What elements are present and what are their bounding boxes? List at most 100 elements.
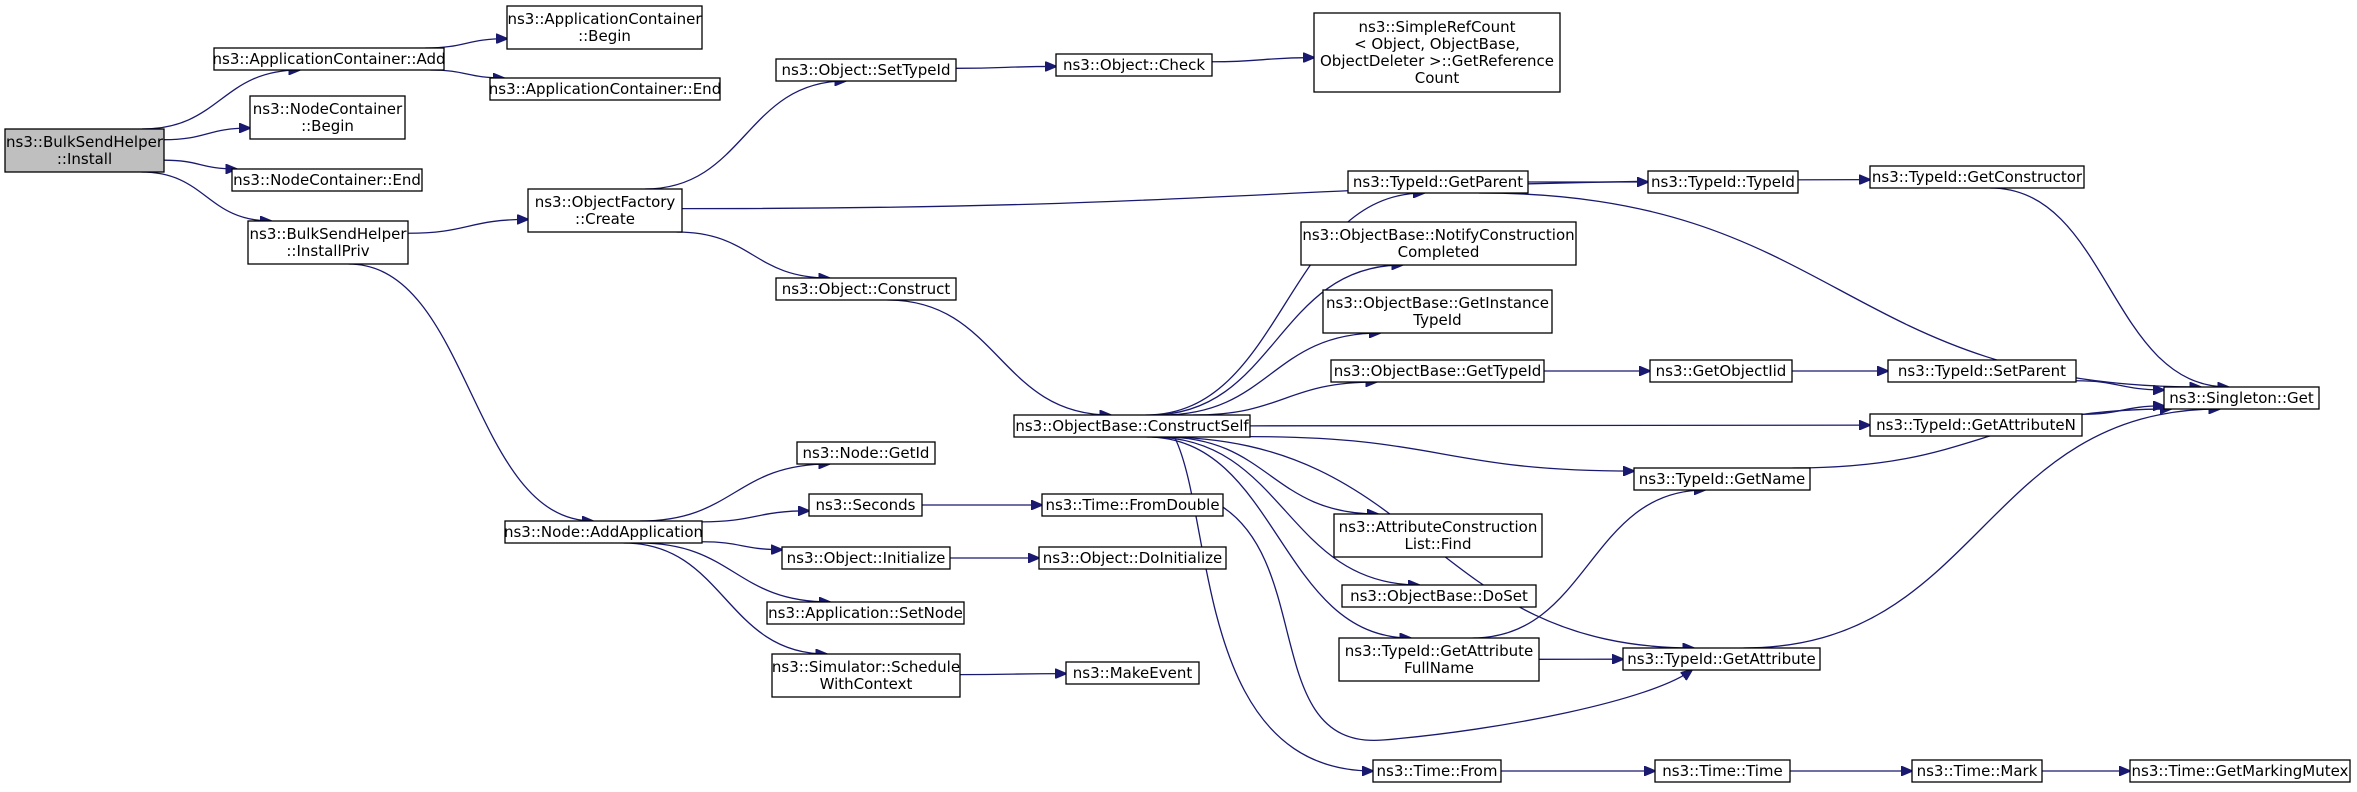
node-label: ns3::AttributeConstruction <box>1339 518 1538 536</box>
node-getobjectiid[interactable]: ns3::GetObjectIid <box>1649 359 1793 383</box>
edge-ob-constructself-to-ob-getinstance <box>1161 333 1380 416</box>
node-obj-check[interactable]: ns3::Object::Check <box>1055 53 1213 77</box>
node-time-fromdouble[interactable]: ns3::Time::FromDouble <box>1041 493 1224 517</box>
node-label: ns3::ObjectBase::DoSet <box>1350 587 1528 605</box>
node-label: ns3::Time::GetMarkingMutex <box>2132 762 2349 780</box>
node-box <box>506 5 703 50</box>
node-ob-notify[interactable]: ns3::ObjectBase::NotifyConstructionCompl… <box>1300 221 1577 266</box>
edge-install-to-nc-begin <box>163 128 250 141</box>
node-tid-setparent[interactable]: ns3::TypeId::SetParent <box>1887 359 2077 383</box>
node-box <box>1869 165 2085 189</box>
node-box <box>1887 359 2077 383</box>
node-label: ns3::Seconds <box>816 496 916 514</box>
node-seconds[interactable]: ns3::Seconds <box>808 493 923 517</box>
node-label: ns3::NodeContainer::End <box>233 171 421 189</box>
edge-ob-constructself-to-time-from <box>1173 436 1373 771</box>
node-label: TypeId <box>1412 311 1461 329</box>
node-node-addapp[interactable]: ns3::Node::AddApplication <box>504 520 703 544</box>
node-label: List::Find <box>1404 535 1471 553</box>
node-box <box>489 77 721 101</box>
edge-app-add-to-app-end <box>430 69 504 78</box>
edge-obj-construct-to-ob-constructself <box>887 299 1110 415</box>
node-box <box>796 441 936 465</box>
node-label: ObjectDeleter >::GetReference <box>1320 52 1554 70</box>
edge-tid-getconstructor-to-singleton-get <box>1990 187 2228 387</box>
node-app-begin[interactable]: ns3::ApplicationContainer::Begin <box>506 5 703 50</box>
node-app-end[interactable]: ns3::ApplicationContainer::End <box>489 77 721 101</box>
node-label: ns3::TypeId::GetAttribute <box>1627 650 1815 668</box>
node-box <box>1313 12 1561 93</box>
node-label: ns3::Time::Time <box>1662 762 1783 780</box>
node-label: ns3::ApplicationContainer::End <box>489 80 721 98</box>
node-makeevent[interactable]: ns3::MakeEvent <box>1065 661 1200 685</box>
edge-node-addapp-to-sim-schedule <box>623 542 827 654</box>
node-label: ns3::BulkSendHelper <box>250 225 408 243</box>
node-app-add[interactable]: ns3::ApplicationContainer::Add <box>213 47 446 71</box>
node-label: Completed <box>1398 243 1480 261</box>
node-app-setnode[interactable]: ns3::Application::SetNode <box>766 601 965 625</box>
node-time-getmutex[interactable]: ns3::Time::GetMarkingMutex <box>2129 759 2351 783</box>
node-node-getid[interactable]: ns3::Node::GetId <box>796 441 936 465</box>
node-time-time[interactable]: ns3::Time::Time <box>1654 759 1791 783</box>
node-ob-constructself[interactable]: ns3::ObjectBase::ConstructSelf <box>1013 414 1251 438</box>
node-label: ns3::GetObjectIid <box>1656 362 1787 380</box>
node-box <box>775 277 957 301</box>
node-box <box>1622 647 1821 671</box>
node-refcount[interactable]: ns3::SimpleRefCount< Object, ObjectBase,… <box>1313 12 1561 93</box>
node-obj-construct[interactable]: ns3::Object::Construct <box>775 277 957 301</box>
node-tid-typeid[interactable]: ns3::TypeId::TypeId <box>1647 170 1799 194</box>
node-box <box>213 47 445 71</box>
node-nc-begin[interactable]: ns3::NodeContainer::Begin <box>249 95 406 140</box>
node-label: ns3::ApplicationContainer <box>507 10 702 28</box>
node-time-mark[interactable]: ns3::Time::Mark <box>1911 759 2043 783</box>
node-tid-getattr[interactable]: ns3::TypeId::GetAttribute <box>1622 647 1821 671</box>
node-box <box>247 220 409 265</box>
node-of-create[interactable]: ns3::ObjectFactory::Create <box>527 188 683 233</box>
edge-install-to-install-priv <box>141 171 271 221</box>
node-tid-getparent[interactable]: ns3::TypeId::GetParent <box>1347 170 1529 194</box>
node-label: ns3::Object::SetTypeId <box>782 61 951 79</box>
node-tid-getname[interactable]: ns3::TypeId::GetName <box>1633 467 1811 491</box>
node-obj-doinitialize[interactable]: ns3::Object::DoInitialize <box>1038 546 1227 570</box>
node-box <box>1338 637 1540 682</box>
edge-node-addapp-to-seconds <box>701 511 809 523</box>
node-label: ns3::Node::AddApplication <box>504 523 703 541</box>
node-singleton-get[interactable]: ns3::Singleton::Get <box>2163 386 2320 410</box>
node-label: < Object, ObjectBase, <box>1354 35 1520 53</box>
node-box <box>1347 170 1529 194</box>
node-box <box>766 601 965 625</box>
node-label: ns3::Object::DoInitialize <box>1043 549 1222 567</box>
node-box <box>249 95 406 140</box>
node-label: ns3::Time::Mark <box>1917 762 2038 780</box>
edge-ob-constructself-to-tid-getname <box>1249 435 1634 471</box>
node-time-from[interactable]: ns3::Time::From <box>1372 759 1502 783</box>
node-label: ns3::TypeId::GetAttributeN <box>1876 416 2076 434</box>
node-install-priv[interactable]: ns3::BulkSendHelper::InstallPriv <box>247 220 409 265</box>
node-label: ns3::ObjectBase::ConstructSelf <box>1015 417 1249 435</box>
node-label: ns3::Time::FromDouble <box>1045 496 1219 514</box>
node-label: ns3::TypeId::GetName <box>1639 470 1805 488</box>
node-obj-settypeid[interactable]: ns3::Object::SetTypeId <box>775 58 957 82</box>
edge-ob-constructself-to-ob-doset <box>1151 436 1419 585</box>
nodes-layer: ns3::BulkSendHelper::Installns3::Applica… <box>4 5 2351 783</box>
edge-ob-constructself-to-tid-getparent <box>1145 193 1424 416</box>
node-install[interactable]: ns3::BulkSendHelper::Install <box>4 128 165 173</box>
node-tid-getattrn[interactable]: ns3::TypeId::GetAttributeN <box>1869 413 2083 437</box>
node-label: ns3::Simulator::Schedule <box>772 658 960 676</box>
node-label: ns3::Node::GetId <box>803 444 930 462</box>
node-label: ns3::TypeId::GetConstructor <box>1872 168 2083 186</box>
node-label: ::Begin <box>578 27 631 45</box>
node-tid-getconstructor[interactable]: ns3::TypeId::GetConstructor <box>1869 165 2085 189</box>
node-ob-gettypeid[interactable]: ns3::ObjectBase::GetTypeId <box>1330 359 1545 383</box>
node-box <box>808 493 923 517</box>
node-nc-end[interactable]: ns3::NodeContainer::End <box>231 168 423 192</box>
node-obj-initialize[interactable]: ns3::Object::Initialize <box>781 546 951 570</box>
node-ob-doset[interactable]: ns3::ObjectBase::DoSet <box>1341 584 1537 608</box>
edge-tid-getattrfull-to-tid-getname <box>1472 490 1705 639</box>
edges-layer <box>141 39 2228 771</box>
